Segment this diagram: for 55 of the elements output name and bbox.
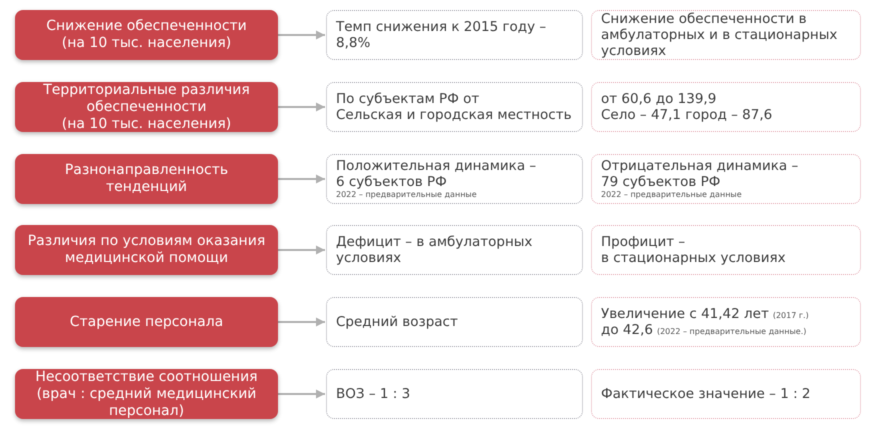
arrow [278,390,325,398]
finding-box [326,369,583,419]
topic-box [15,154,278,204]
arrow [278,174,325,184]
finding-box [326,225,583,275]
finding-box [326,10,583,60]
topic-box [15,369,278,419]
box-text: Сельская и городская местность [336,107,573,123]
box-text: Фактическое значение – 1 : 2 [601,386,812,402]
box-text: Село – 47,1 город – 87,6 [601,107,774,123]
box-text: 79 субъектов РФ [601,174,722,190]
box-text: в стационарных условиях [601,250,787,266]
box-text: (на 10 тыс. населения) [62,116,232,132]
value-box [591,297,861,347]
box-text: Различия по условиям оказания медицинской помощи [26,233,266,267]
box-text: (врач : средний медицинский персонал) [36,386,258,420]
arrow [278,30,325,40]
topic-box [15,82,278,132]
value-box [591,225,861,275]
box-text: Снижение обеспеченности в амбулаторных и в стационарных условиях [601,11,838,59]
box-text: (на 10 тыс. населения) [62,35,232,52]
box-text: Положительная динамика – [336,158,538,174]
value-box [591,369,861,419]
arrow [278,246,325,254]
finding-box [326,154,583,204]
box-text: Темп снижения к 2015 году – 8,8% [336,19,548,51]
arrow [278,102,325,112]
value-box [591,154,861,204]
value-box [591,10,861,60]
finding-box [326,297,583,347]
box-text: По субъектам РФ от [336,91,480,107]
box-text: Старение персонала [70,314,224,330]
box-text: до 42,6 [601,322,653,338]
box-text: Снижение обеспеченности [46,18,247,35]
value-box [591,82,861,132]
note-text: (2017 г.) [772,311,809,320]
box-text: Отрицательная динамика – [601,158,800,174]
box-text: Увеличение с 41,42 лет [601,306,769,322]
finding-box [326,82,583,132]
box-text: Территориальные различия обеспеченности [42,82,251,116]
note-text: (2022 – предварительные данные.) [656,327,806,336]
topic-box [15,225,278,275]
arrow [278,318,325,326]
topic-box [15,297,278,347]
box-text: Разнонаправленность тенденций [64,162,230,196]
box-text: Средний возраст [336,314,459,330]
note-text: 2022 – предварительные данные [336,190,478,200]
box-text: Профицит – [601,234,686,250]
box-text: Несоответствие соотношения [35,368,258,386]
topic-box [15,10,278,60]
box-text: ВОЗ – 1 : 3 [336,386,412,402]
box-text: от 60,6 до 139,9 [601,91,718,107]
box-text: Дефицит – в амбулаторных условиях [336,234,534,266]
box-text: 6 субъектов РФ [336,174,448,190]
note-text: 2022 – предварительные данные [601,190,743,200]
